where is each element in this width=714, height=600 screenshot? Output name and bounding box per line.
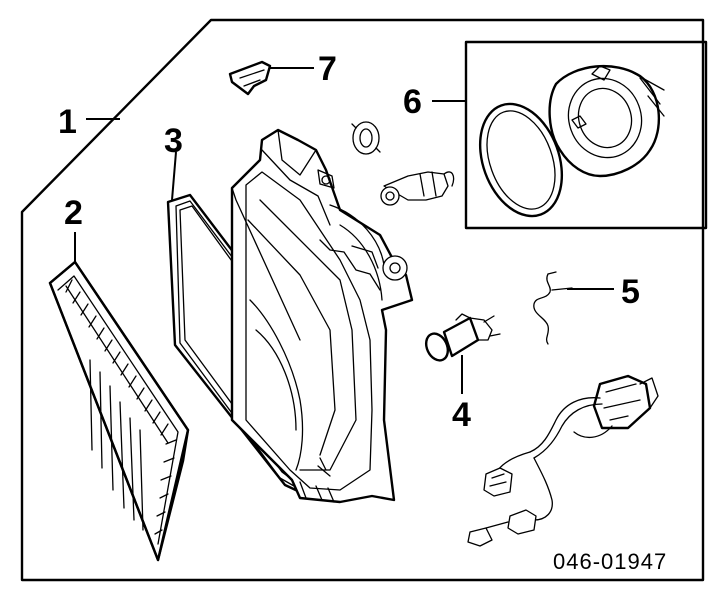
callout-6: 6 [403,83,422,121]
headlamp-housing-part [230,128,414,504]
retaining-spring-part [533,271,573,345]
retainer-ring-part [351,121,381,155]
headlight-bulb-part [424,313,501,362]
callout-3: 3 [164,122,183,160]
clip-part [228,60,272,96]
callout-1: 1 [58,103,77,141]
leader-lines [74,67,614,394]
lens-part [48,260,190,562]
inset-box-item-6 [464,40,708,230]
callout-5: 5 [621,273,640,311]
callout-2: 2 [64,194,83,232]
callout-7: 7 [318,50,337,88]
socket-and-seal-part [478,64,665,218]
side-marker-bulb-part [380,171,455,206]
wiring-harness-part [467,374,659,547]
diagram-code: 046-01947 [553,549,667,574]
callout-4: 4 [452,396,471,434]
diagram-frame [20,18,705,582]
